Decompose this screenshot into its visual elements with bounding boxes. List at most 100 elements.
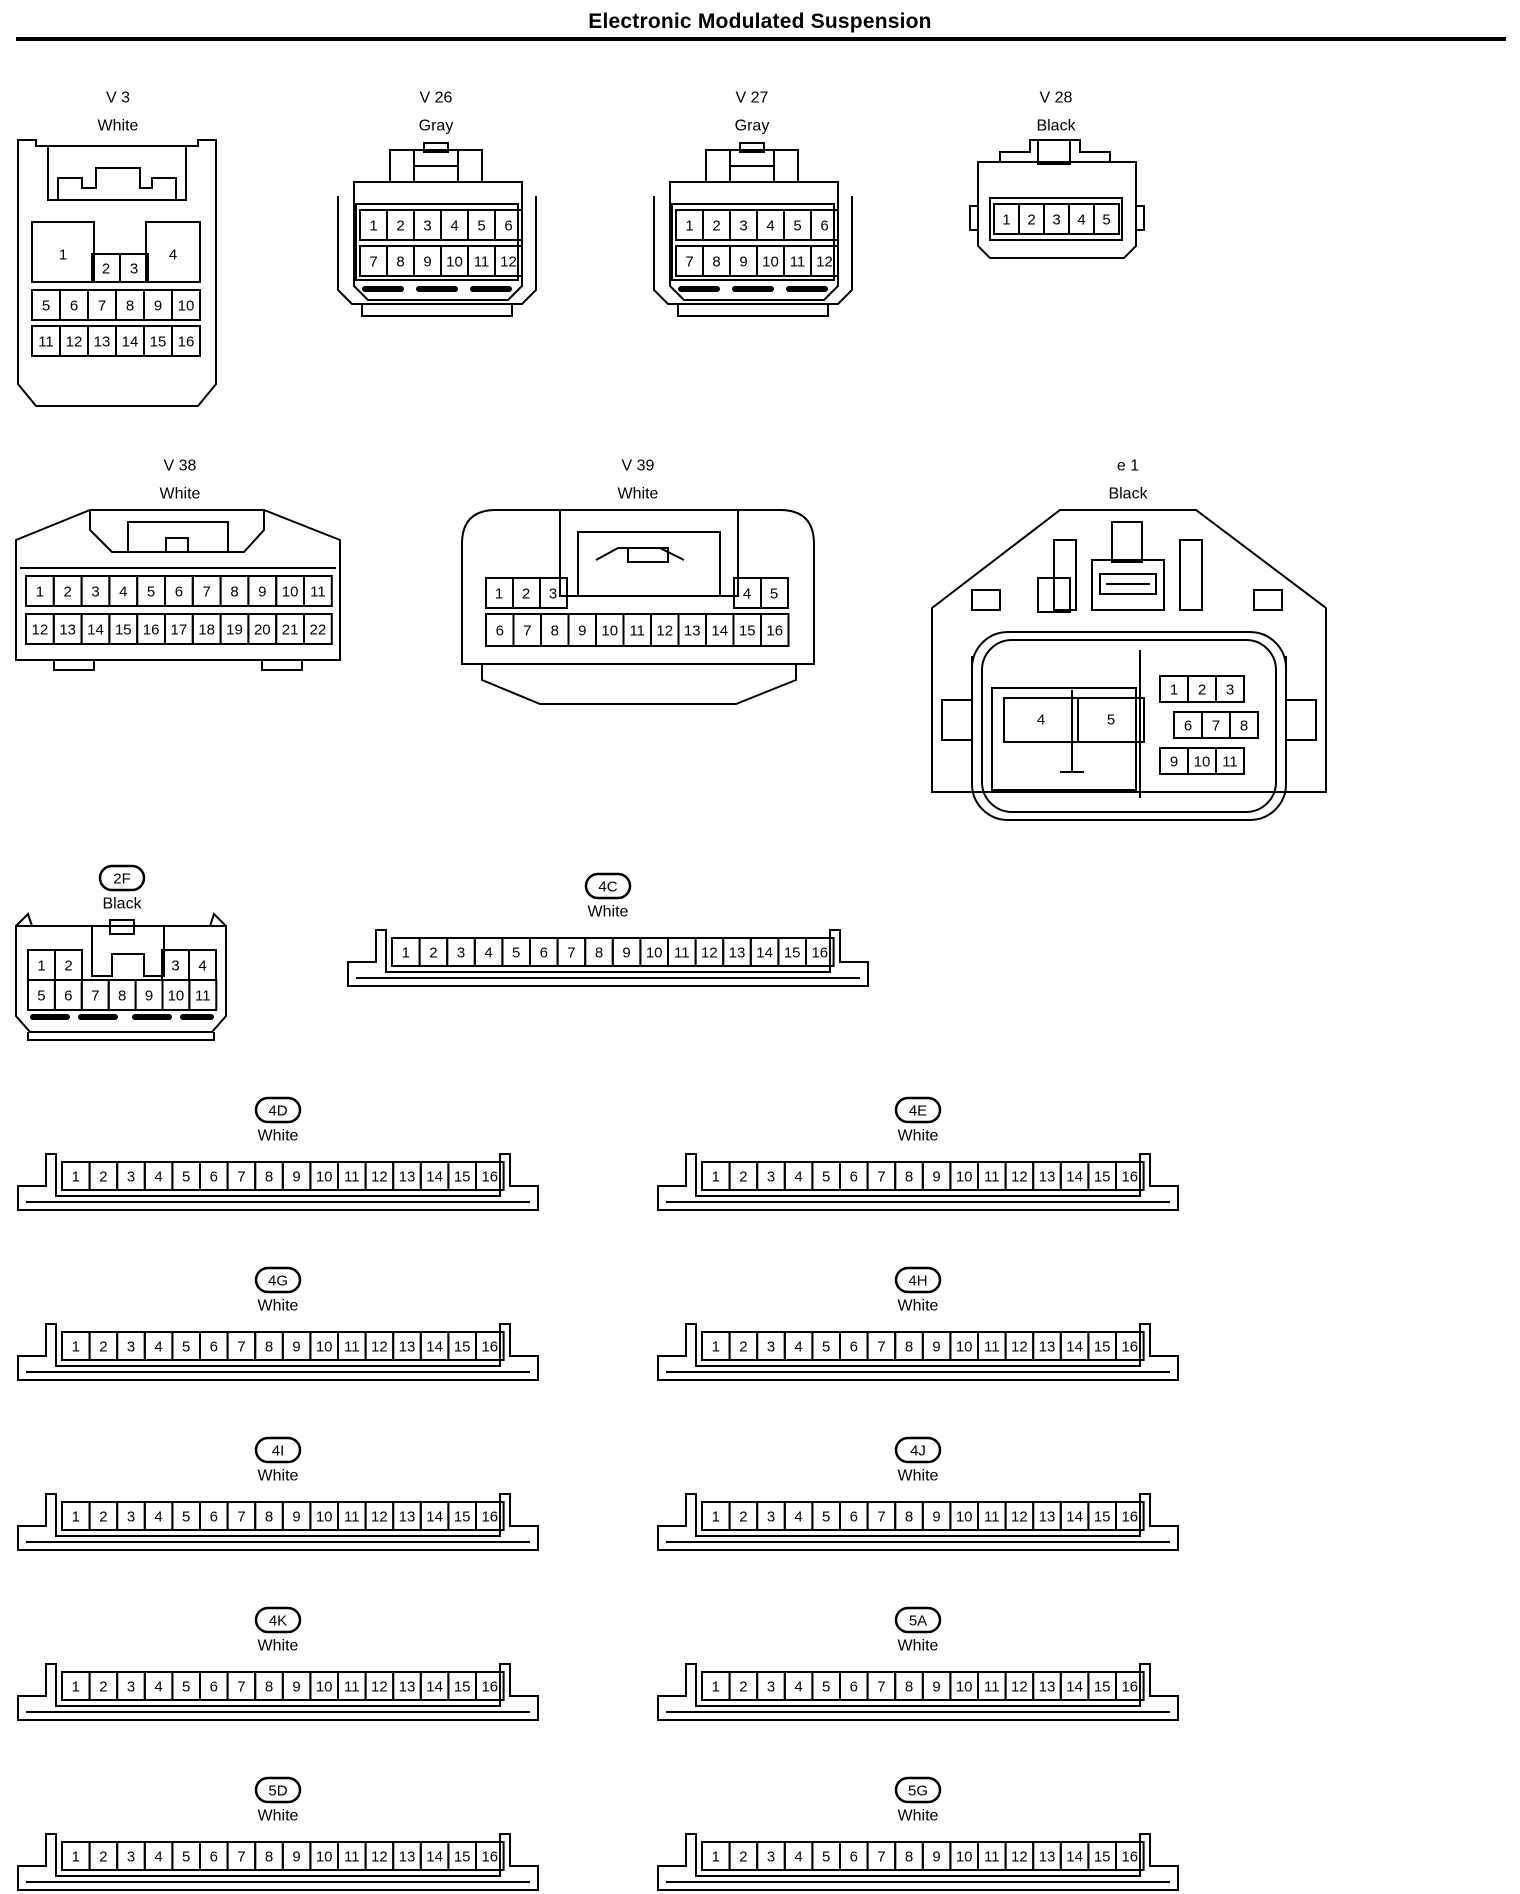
pin-label: 8: [905, 1679, 913, 1696]
pin-label: 7: [203, 584, 211, 601]
pin-label: 6: [504, 218, 512, 235]
pin-label: 15: [454, 1679, 471, 1696]
pin-label: 7: [877, 1169, 885, 1186]
pin-label: 2: [739, 1339, 747, 1356]
pin-label: 4: [743, 586, 751, 603]
pin-label: 7: [91, 988, 99, 1005]
connector-badge: [584, 872, 632, 900]
pin-label: 13: [1039, 1509, 1056, 1526]
pin-label: 1: [1002, 212, 1010, 229]
pin-label: 4: [198, 958, 206, 975]
connector-code: e 1: [1117, 458, 1139, 475]
pin-label: 9: [932, 1169, 940, 1186]
pin-label: 2: [739, 1169, 747, 1186]
pin-label: 6: [820, 218, 828, 235]
pin-label: 11: [790, 254, 806, 271]
pin-cell: [475, 1501, 505, 1531]
pin-label: 5: [147, 584, 155, 601]
pin-label: 7: [237, 1339, 245, 1356]
connector-code: V 39: [622, 458, 655, 475]
pin-label: 10: [316, 1849, 333, 1866]
pin-cell: [188, 979, 218, 1011]
pin-label: 16: [481, 1169, 498, 1186]
connector-code: V 27: [736, 90, 769, 107]
pin-label: 4: [1037, 712, 1045, 729]
pin-label: 1: [712, 1509, 720, 1526]
pin-label: 16: [1121, 1679, 1138, 1696]
connector-code: V 3: [106, 90, 130, 107]
connector-color: White: [160, 486, 201, 503]
pin-label: 7: [98, 298, 106, 315]
pin-label: 9: [932, 1679, 940, 1696]
pin-label: 10: [316, 1509, 333, 1526]
pin-label: 3: [127, 1509, 135, 1526]
pin-label: 14: [122, 334, 139, 351]
pin-label: 14: [426, 1849, 443, 1866]
pin-label: 8: [1240, 718, 1248, 735]
pin-label: 6: [210, 1849, 218, 1866]
pin-label: 5: [1102, 212, 1110, 229]
pin-label: 16: [1121, 1509, 1138, 1526]
pin-label: 5: [182, 1509, 190, 1526]
pin-label: 6: [850, 1169, 858, 1186]
pin-cell: [475, 1161, 505, 1191]
connector-color: White: [258, 1298, 299, 1315]
pin-label: 1: [72, 1339, 80, 1356]
connector-color: White: [258, 1808, 299, 1825]
pin-label: 8: [265, 1509, 273, 1526]
pin-label: 11: [310, 584, 326, 601]
pin-label: 15: [1094, 1679, 1111, 1696]
pin-label: 7: [877, 1509, 885, 1526]
pin-label: 2: [739, 1679, 747, 1696]
pin-label: 2: [102, 261, 110, 278]
pin-label: 16: [1121, 1169, 1138, 1186]
pin-label: 2: [712, 218, 720, 235]
pin-label: 1: [712, 1849, 720, 1866]
pin-label: 14: [1066, 1339, 1083, 1356]
pin-cell: [1115, 1671, 1145, 1701]
pin-label: 15: [454, 1339, 471, 1356]
pin-cell: [494, 209, 523, 241]
pin-label: 9: [258, 584, 266, 601]
pin-cell: [1115, 1841, 1145, 1871]
pin-label: 15: [454, 1849, 471, 1866]
pin-label: 4: [794, 1509, 802, 1526]
title-underline: [16, 37, 1506, 41]
connector-color: Black: [102, 896, 142, 913]
pin-label: 8: [230, 584, 238, 601]
pin-label: 2: [99, 1339, 107, 1356]
pin-label: 3: [457, 945, 465, 962]
pin-label: 10: [168, 988, 185, 1005]
pin-label: 2: [99, 1169, 107, 1186]
connector-color: White: [898, 1638, 939, 1655]
pin-label: 15: [784, 945, 801, 962]
pin-label: 4: [794, 1339, 802, 1356]
pin-label: 6: [850, 1339, 858, 1356]
pin-cell: [1215, 747, 1245, 775]
pin-cell: [494, 245, 523, 277]
pin-label: 16: [1121, 1339, 1138, 1356]
pin-label: 11: [629, 623, 645, 640]
connector-badge: [894, 1606, 942, 1634]
pin-cell: [1229, 711, 1259, 739]
pin-label: 3: [127, 1169, 135, 1186]
pin-label: 6: [210, 1679, 218, 1696]
pin-label: 13: [1039, 1849, 1056, 1866]
pin-label: 5: [822, 1849, 830, 1866]
pin-label: 15: [1094, 1849, 1111, 1866]
pin-label: 4: [169, 247, 177, 264]
pin-label: 13: [1039, 1339, 1056, 1356]
pin-label: 8: [905, 1509, 913, 1526]
pin-label: 16: [143, 622, 160, 639]
pin-label: 1: [712, 1169, 720, 1186]
connector-color: White: [258, 1128, 299, 1145]
pin-label: 14: [1066, 1169, 1083, 1186]
pin-label: 14: [1066, 1679, 1083, 1696]
